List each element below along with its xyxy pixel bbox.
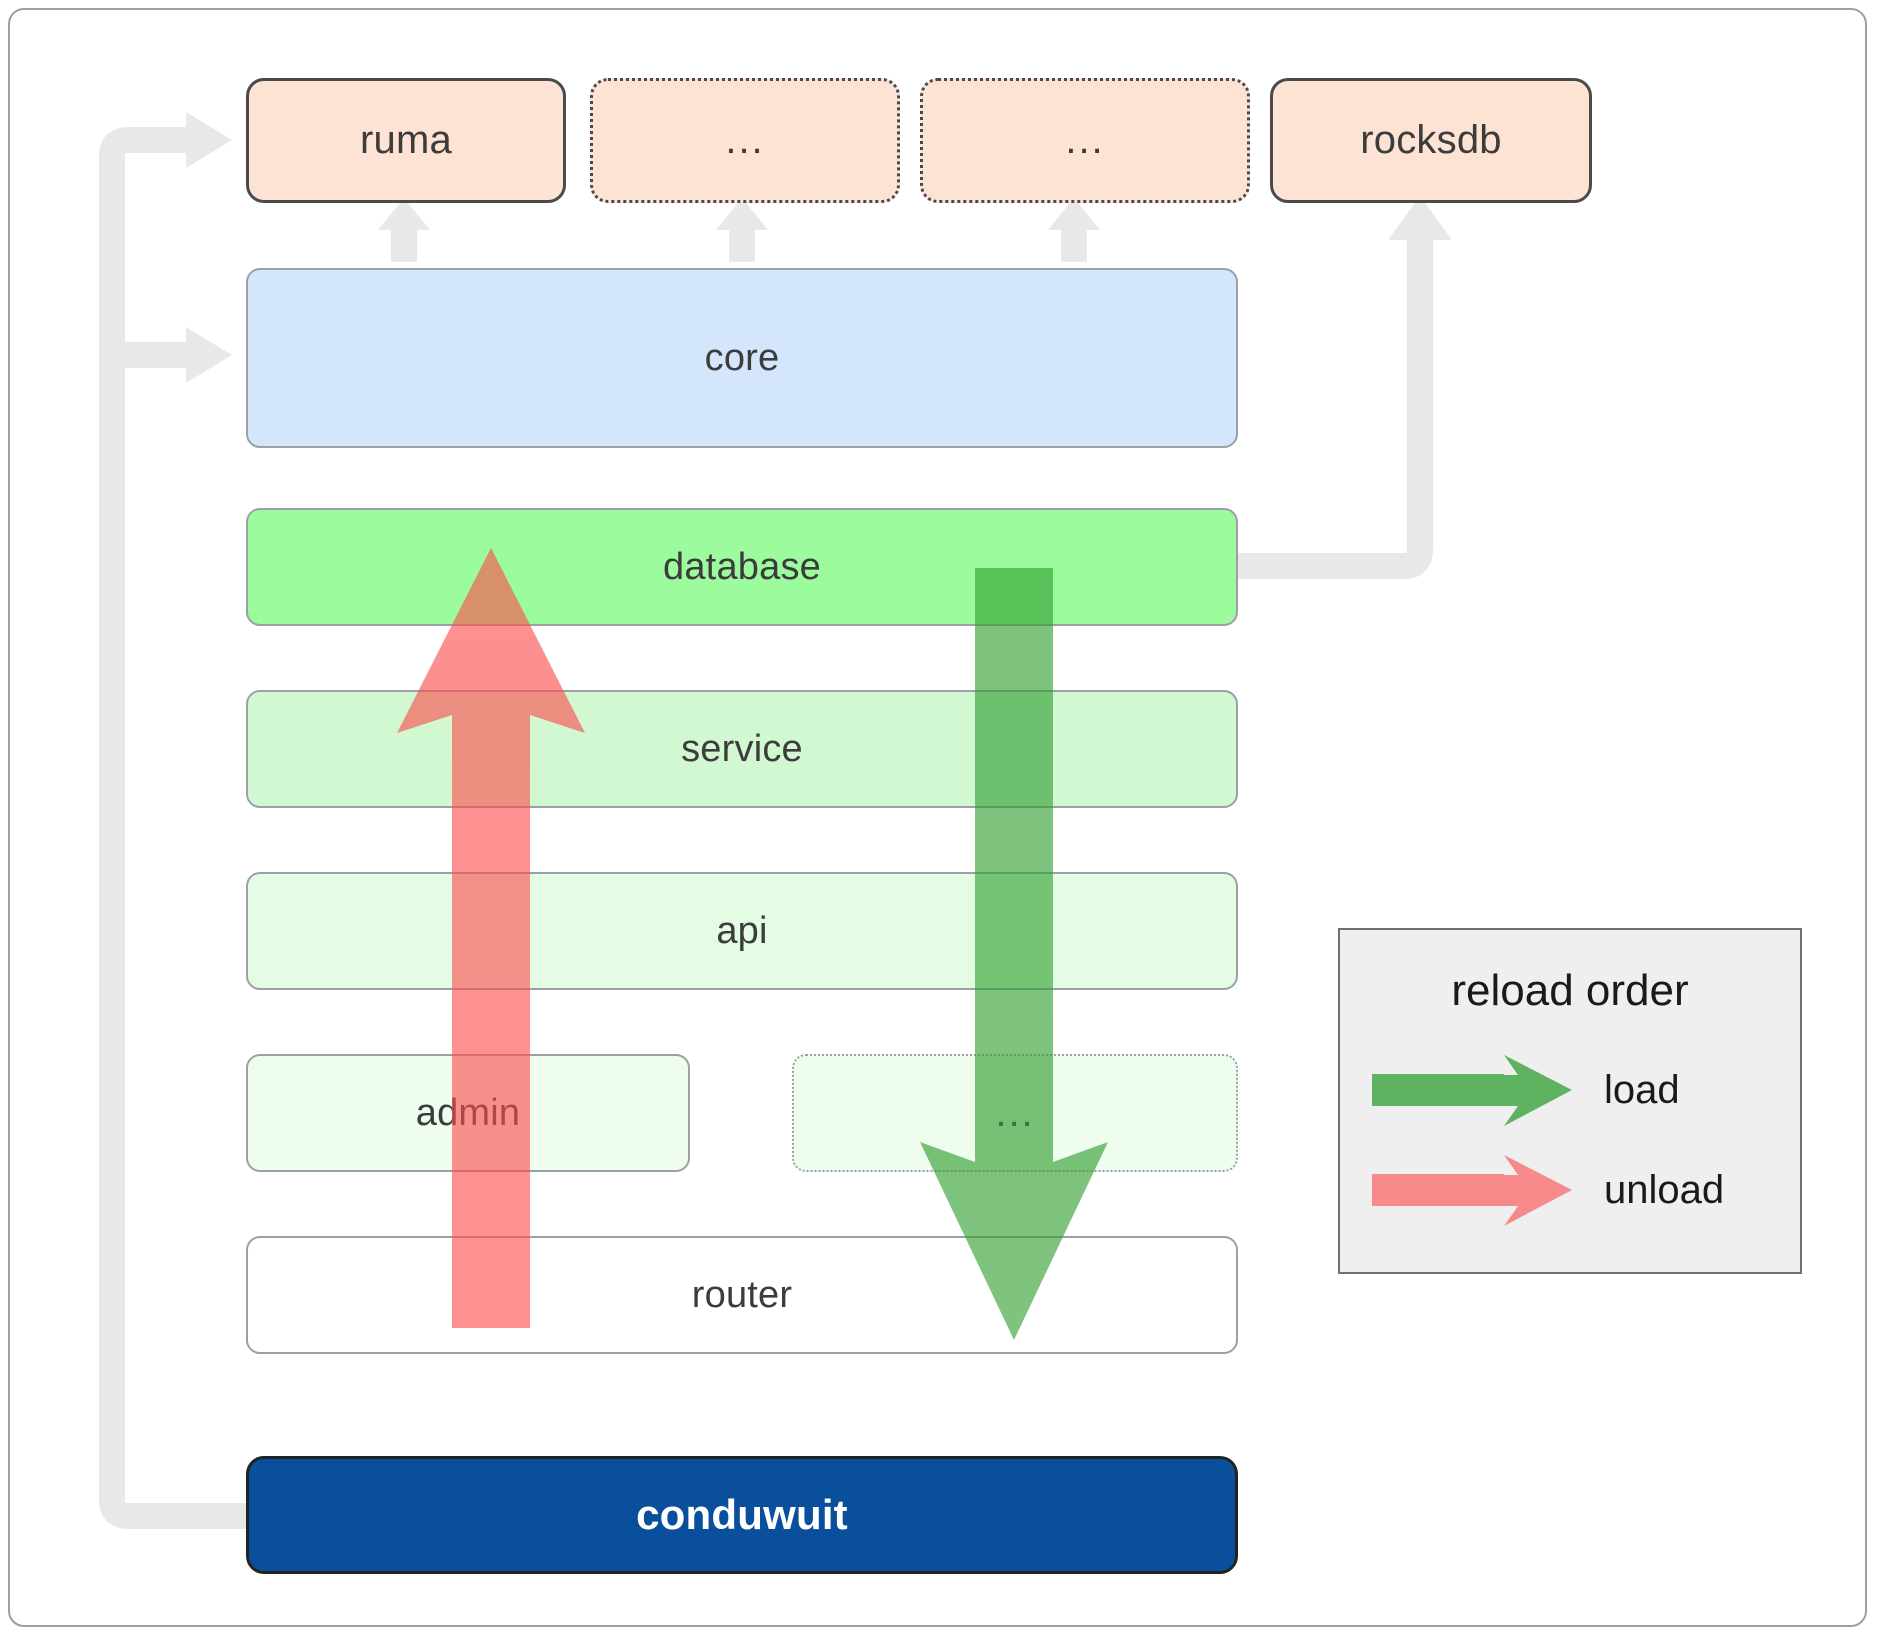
dependency-box-rocksdb[interactable]: rocksdb <box>1270 78 1592 203</box>
dependency-box-placeholder-2[interactable]: ... <box>920 78 1250 203</box>
dependency-box-placeholder-1[interactable]: ... <box>590 78 900 203</box>
dependency-label-placeholder-2: ... <box>1065 118 1105 162</box>
legend-arrow-icons <box>1372 1055 1572 1226</box>
module-box-core[interactable]: core <box>246 268 1238 448</box>
module-label-router: router <box>691 1273 793 1316</box>
module-box-placeholder[interactable]: ... <box>792 1054 1238 1172</box>
dependency-label-placeholder-1: ... <box>725 118 765 162</box>
binary-box-conduwuit[interactable]: conduwuit <box>246 1456 1238 1574</box>
binary-label-conduwuit: conduwuit <box>636 1491 848 1538</box>
module-box-api[interactable]: api <box>246 872 1238 990</box>
legend-label-unload: unload <box>1604 1168 1725 1212</box>
module-box-admin[interactable]: admin <box>246 1054 690 1172</box>
module-label-core: core <box>704 336 780 379</box>
dependency-label-ruma: ruma <box>360 118 452 162</box>
module-label-api: api <box>716 909 768 952</box>
module-box-service[interactable]: service <box>246 690 1238 808</box>
legend-panel: reload order load unload <box>1338 928 1802 1274</box>
module-box-database[interactable]: database <box>246 508 1238 626</box>
dependency-box-ruma[interactable]: ruma <box>246 78 566 203</box>
unload-arrow-icon <box>1372 1155 1572 1226</box>
load-arrow-icon <box>1372 1055 1572 1126</box>
module-label-service: service <box>681 727 803 770</box>
module-label-database: database <box>663 545 821 588</box>
diagram-frame <box>8 8 1867 1627</box>
module-label-admin: admin <box>415 1091 521 1134</box>
legend-title: reload order <box>1451 966 1689 1015</box>
dependency-label-rocksdb: rocksdb <box>1360 118 1502 162</box>
module-box-router[interactable]: router <box>246 1236 1238 1354</box>
legend-label-load: load <box>1604 1068 1680 1112</box>
module-label-placeholder: ... <box>995 1090 1035 1135</box>
